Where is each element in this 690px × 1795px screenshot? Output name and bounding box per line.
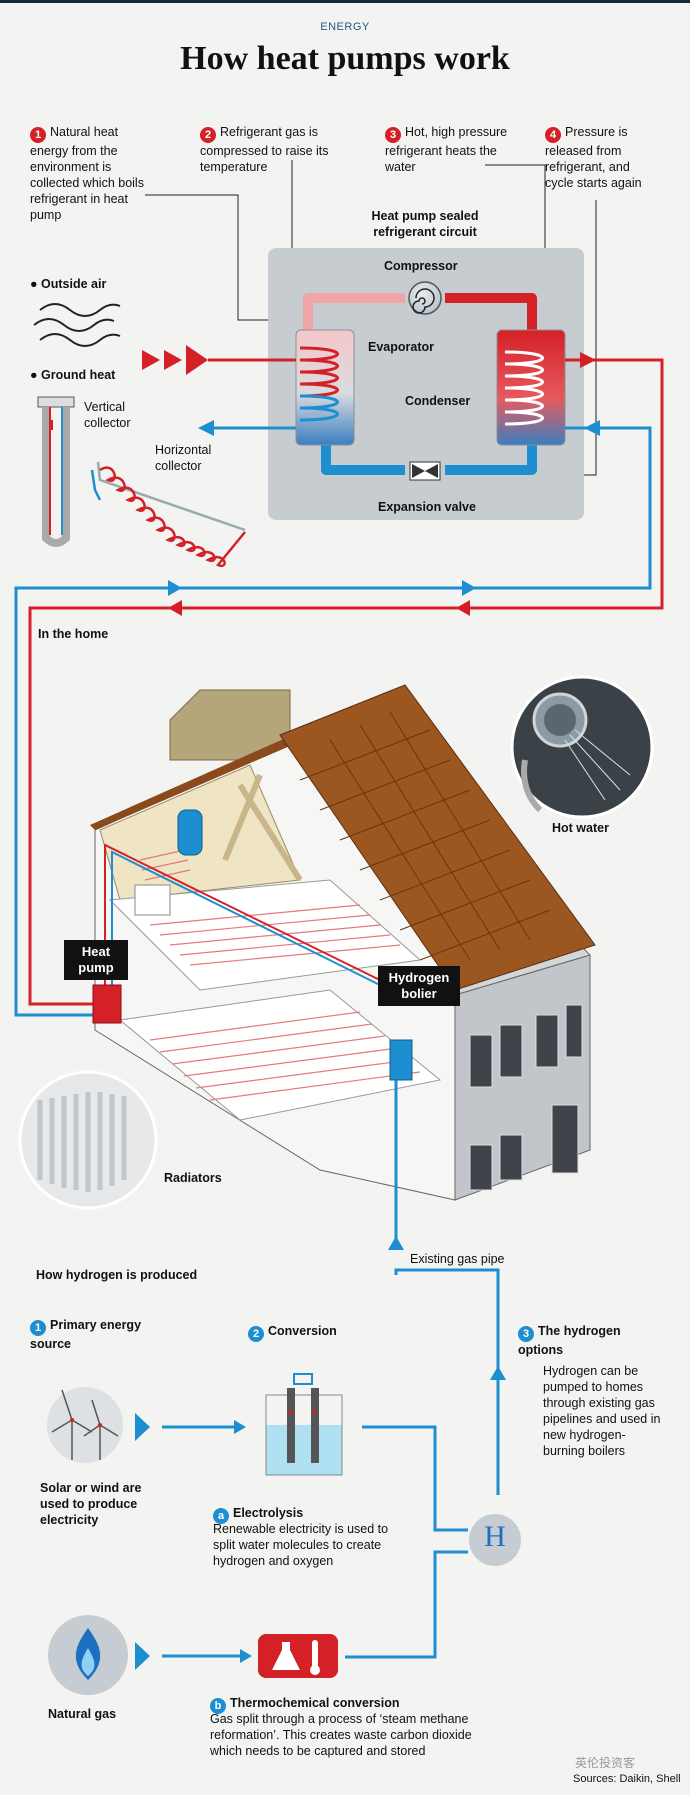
top-rule <box>0 0 690 3</box>
circuit-title: Heat pump sealed refrigerant circuit <box>371 209 479 239</box>
hot-water-label: Hot water <box>552 821 609 835</box>
hydrogen-symbol: H <box>484 1520 506 1553</box>
house-illustration <box>90 684 596 1201</box>
solar-wind-label: Solar or wind are used to produce electr… <box>40 1481 142 1527</box>
hydrogen-boiler-label: Hydrogen bolier <box>378 966 460 1006</box>
expansion-valve-icon <box>409 461 441 481</box>
circuit-panel <box>268 248 584 520</box>
shower-photo <box>510 675 654 819</box>
hydrogen-options-text: Hydrogen can be pumped to homes through … <box>543 1364 661 1458</box>
radiator-photo <box>18 1070 158 1210</box>
condenser-label: Condenser <box>405 394 471 408</box>
page-title: How heat pumps work <box>180 40 510 77</box>
electrolysis-icon <box>265 1373 343 1476</box>
thermochemical-text: Gas split through a process of ‘steam me… <box>210 1712 472 1758</box>
flow-arrows <box>168 352 600 616</box>
heat-pump-label: Heat pump <box>64 940 128 980</box>
water-tank-icon <box>177 809 203 856</box>
in-the-home-label: In the home <box>38 627 109 641</box>
watermark: 英伦投资客 <box>575 1756 636 1770</box>
ground-heat-label: ● Ground heat <box>30 368 116 382</box>
natural-gas-label: Natural gas <box>48 1707 117 1721</box>
outside-air-label: ● Outside air <box>30 277 107 291</box>
vertical-collector-icon <box>37 396 75 547</box>
wind-icon <box>33 303 121 347</box>
hydrogen-boiler-icon <box>389 1039 413 1081</box>
horizontal-collector-icon <box>90 461 246 568</box>
evaporator-label: Evaporator <box>368 340 434 354</box>
sources-credit: Sources: Daikin, Shell <box>573 1773 681 1785</box>
hydrogen-h-badge <box>469 1514 521 1566</box>
compressor-label: Compressor <box>384 259 458 273</box>
heat-arrows-icon <box>142 345 208 375</box>
thermochemical-icon <box>258 1634 338 1678</box>
section-kicker: ENERGY <box>320 21 370 33</box>
electrolysis-text: Renewable electricity is used to split w… <box>213 1522 389 1568</box>
compressor-icon <box>408 281 442 315</box>
radiators-label: Radiators <box>164 1171 222 1185</box>
expansion-valve-label: Expansion valve <box>378 500 476 514</box>
wind-turbine-icon <box>47 1387 123 1463</box>
heat-pump-unit-icon <box>92 984 122 1024</box>
hydrogen-heading: How hydrogen is produced <box>36 1268 198 1282</box>
gas-flame-icon <box>48 1615 128 1695</box>
gas-pipe-label: Existing gas pipe <box>410 1252 505 1266</box>
vertical-collector-label: Vertical collector <box>84 400 131 430</box>
horizontal-collector-label: Horizontal collector <box>155 443 212 473</box>
